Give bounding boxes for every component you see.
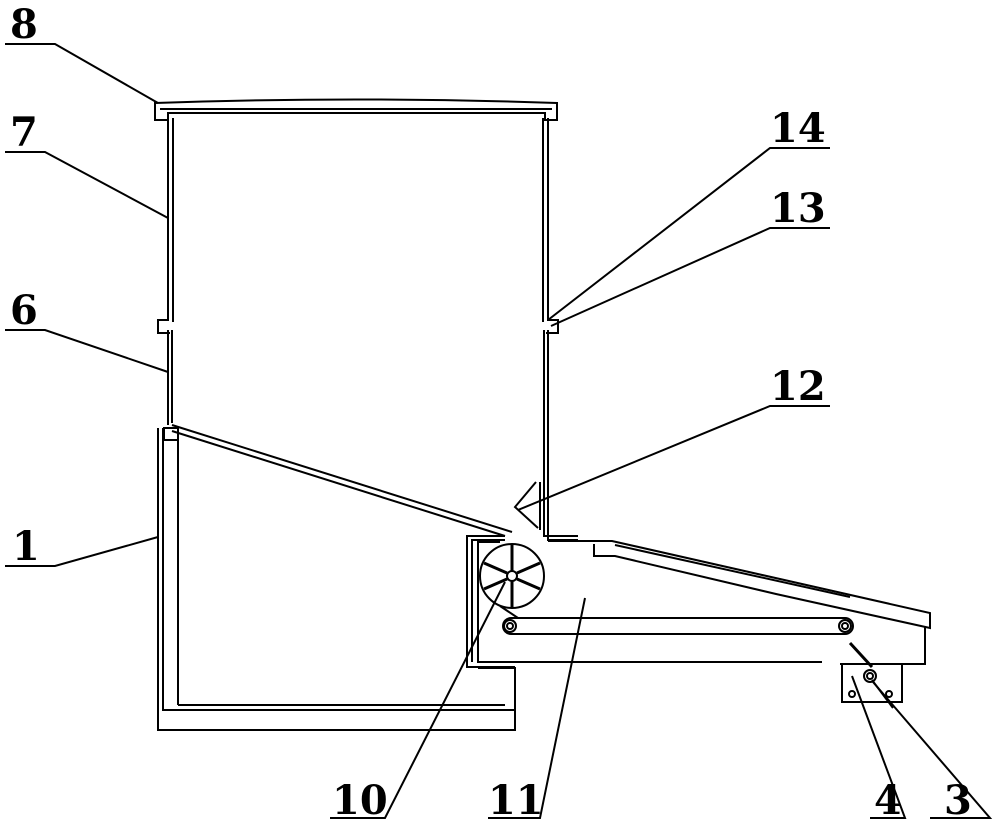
lid	[154, 98, 558, 121]
upper-container	[157, 118, 559, 334]
bracket	[841, 664, 903, 703]
deflector	[513, 481, 541, 530]
chute	[548, 540, 931, 630]
wheel-housing	[466, 535, 822, 668]
callout-8: 8	[10, 1, 38, 48]
callout-14: 14	[770, 105, 826, 152]
callout-13: 13	[770, 185, 826, 232]
leader-lines	[5, 43, 993, 819]
callout-3: 3	[944, 777, 972, 824]
base-body	[157, 424, 516, 731]
callout-6: 6	[10, 287, 38, 334]
callout-4: 4	[874, 777, 902, 824]
callout-1: 1	[12, 523, 40, 570]
callout-10: 10	[332, 777, 388, 824]
dispensing-wheel	[479, 543, 545, 619]
callout-7: 7	[10, 109, 38, 156]
conveyor-belt	[502, 617, 854, 635]
callout-12: 12	[770, 363, 826, 410]
callout-11: 11	[488, 777, 544, 824]
